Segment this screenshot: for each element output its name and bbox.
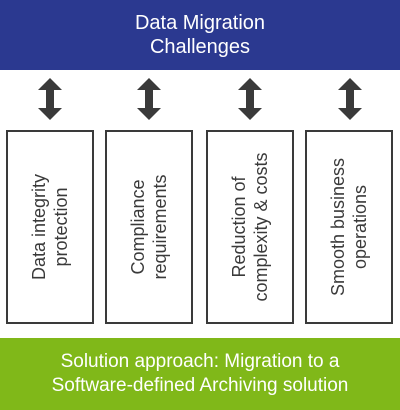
- challenge-label-line1: Data integrity: [29, 173, 49, 281]
- double-arrow-icon: [338, 78, 362, 120]
- challenge-label-line2: requirements: [150, 174, 170, 280]
- challenge-label-line2: operations: [350, 184, 370, 270]
- double-arrow-icon: [137, 78, 161, 120]
- header-title-line2: Challenges: [149, 36, 251, 58]
- challenge-label-line1: Smooth business: [328, 157, 348, 297]
- challenge-box-data-integrity: Data integrity protection: [6, 130, 94, 324]
- challenge-label: Compliance requirements: [127, 134, 171, 320]
- solution-text-line1: Solution approach: Migration to a: [60, 351, 340, 372]
- challenge-box-complexity-costs: Reduction of complexity & costs: [206, 130, 294, 324]
- challenge-label: Reduction of complexity & costs: [228, 134, 272, 320]
- challenge-label-line2: protection: [51, 187, 71, 267]
- challenge-label-line1: Reduction of: [229, 176, 249, 278]
- challenge-box-business-operations: Smooth business operations: [305, 130, 393, 324]
- header-title-line1: Data Migration: [134, 12, 266, 34]
- challenge-label: Smooth business operations: [327, 134, 371, 320]
- double-arrow-icon: [238, 78, 262, 120]
- challenge-label-line2: complexity & costs: [251, 152, 271, 302]
- double-arrow-icon: [38, 78, 62, 120]
- challenge-label-line1: Compliance: [128, 179, 148, 275]
- challenge-box-compliance: Compliance requirements: [105, 130, 193, 324]
- header-banner: Data Migration Challenges: [0, 0, 400, 70]
- solution-text-line2: Software-defined Archiving solution: [51, 375, 349, 396]
- challenge-label: Data integrity protection: [28, 134, 72, 320]
- solution-banner: Solution approach: Migration to a Softwa…: [0, 338, 400, 410]
